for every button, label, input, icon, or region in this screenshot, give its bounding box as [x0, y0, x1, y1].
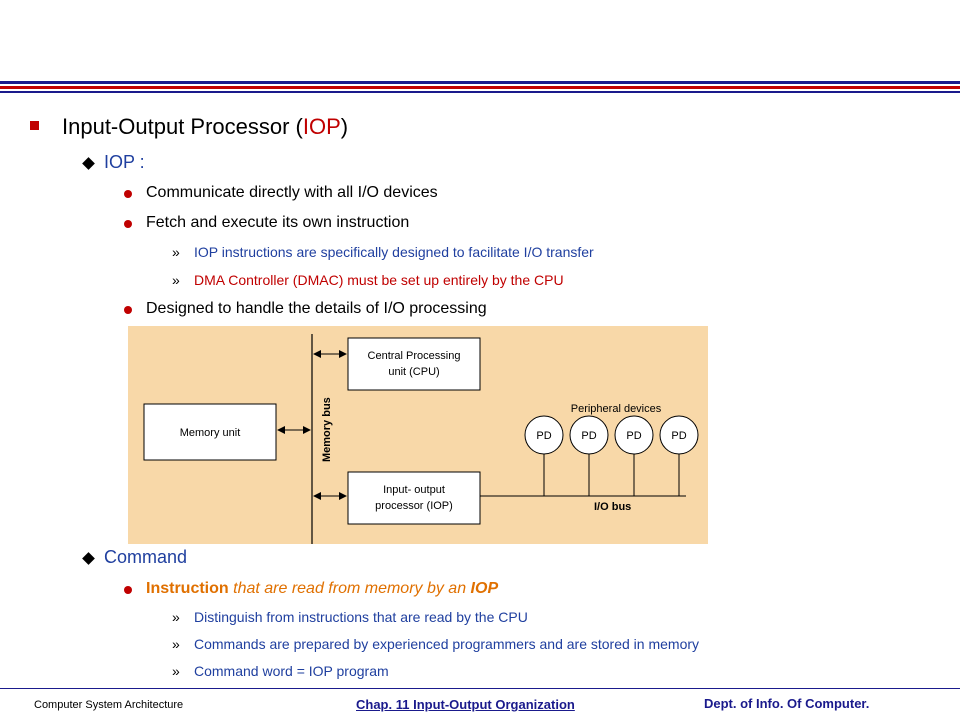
cpu-box — [347, 337, 481, 391]
sub-bullet-icon: » — [172, 272, 180, 288]
iop-diamond-icon — [82, 157, 95, 170]
command-sub-item: Commands are prepared by experienced pro… — [194, 636, 700, 652]
footer-left: Computer System Architecture — [34, 699, 184, 711]
command-diamond-icon — [82, 552, 95, 565]
command-sub-item: Distinguish from instructions that are r… — [194, 609, 528, 625]
command-item-bold: Instruction — [146, 580, 229, 597]
sub-bullet-icon: » — [172, 244, 180, 260]
footer-divider — [0, 688, 960, 689]
peripheral-devices-label: Peripheral devices — [571, 403, 662, 415]
pd-label: PD — [626, 430, 641, 442]
iop-sub-item: DMA Controller (DMAC) must be set up ent… — [194, 272, 564, 288]
iop-sub-item: IOP instructions are specifically design… — [194, 244, 594, 260]
iop-item-bullet-icon — [124, 306, 132, 314]
iop-block-diagram: Memory bus Memory unit Central Processin… — [128, 326, 708, 544]
title-bullet-icon — [30, 121, 39, 130]
command-item-bold2: IOP — [470, 580, 499, 597]
pd-label: PD — [581, 430, 596, 442]
title-suffix: ) — [340, 114, 349, 139]
iop-item: Fetch and execute its own instruction — [146, 214, 410, 231]
iop-item-bullet-icon — [124, 190, 132, 198]
header-stripe-blue-bottom — [0, 91, 960, 93]
memory-unit-label: Memory unit — [180, 427, 241, 439]
command-item: Instruction that are read from memory by… — [146, 580, 498, 598]
command-item-bullet-icon — [124, 586, 132, 594]
cpu-label-line1: Central Processing — [368, 350, 461, 362]
sub-bullet-icon: » — [172, 609, 180, 625]
memory-unit-box — [143, 403, 277, 461]
iop-item-bullet-icon — [124, 220, 132, 228]
peripheral-device-node — [614, 415, 654, 455]
header-stripe-blue-top — [0, 81, 960, 84]
peripheral-device-node — [569, 415, 609, 455]
sub-bullet-icon: » — [172, 636, 180, 652]
iop-item: Communicate directly with all I/O device… — [146, 184, 438, 201]
command-sub-item: Command word = IOP program — [194, 663, 389, 679]
title-prefix: Input-Output Processor ( — [62, 114, 303, 139]
iop-label-line2: processor (IOP) — [375, 500, 453, 512]
footer-center: Chap. 11 Input-Output Organization — [356, 697, 575, 712]
footer-right: Dept. of Info. Of Computer. — [704, 696, 870, 711]
iop-label-line1: Input- output — [383, 484, 445, 496]
header-stripe-red — [0, 86, 960, 89]
command-item-italic: that are read from memory by an — [228, 580, 471, 597]
peripheral-device-node — [659, 415, 699, 455]
iop-box — [347, 471, 481, 525]
iop-heading: IOP : — [104, 152, 145, 172]
iop-item: Designed to handle the details of I/O pr… — [146, 300, 487, 317]
cpu-label-line2: unit (CPU) — [388, 366, 439, 378]
pd-label: PD — [536, 430, 551, 442]
peripheral-device-node — [524, 415, 564, 455]
slide-title: Input-Output Processor (IOP) — [62, 114, 348, 140]
command-heading: Command — [104, 547, 188, 567]
pd-label: PD — [671, 430, 686, 442]
io-bus-label: I/O bus — [594, 501, 631, 513]
title-accent: IOP — [302, 114, 341, 139]
memory-bus-label: Memory bus — [321, 397, 333, 462]
sub-bullet-icon: » — [172, 663, 180, 679]
